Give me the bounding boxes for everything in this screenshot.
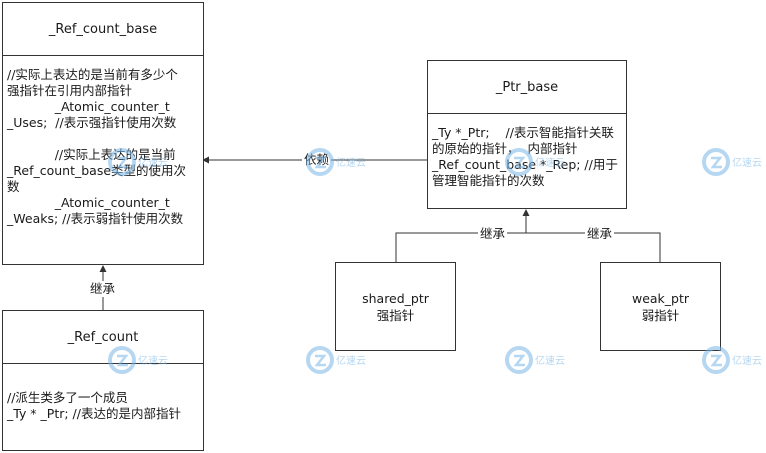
ptr-base-divider bbox=[428, 113, 626, 114]
watermark-logo: 亿速云 bbox=[306, 148, 366, 176]
inherit-arrowhead-refcount bbox=[99, 265, 107, 272]
watermark-logo: 亿速云 bbox=[306, 346, 366, 374]
watermark-logo: 亿速云 bbox=[108, 346, 168, 374]
ref-count-box[interactable]: _Ref_count //派生类多了一个成员 _Ty * _Ptr; //表达的… bbox=[2, 310, 204, 451]
ref-count-base-title: _Ref_count_base bbox=[48, 22, 158, 37]
dependency-arrowhead bbox=[202, 156, 209, 164]
ptr-base-body: _Ty *_Ptr; //表示智能指针关联 的原始的指针， 内部指针 _Ref_… bbox=[432, 125, 618, 188]
weak-ptr-desc: 弱指针 bbox=[641, 308, 680, 323]
ptr-base-box[interactable]: _Ptr_base _Ty *_Ptr; //表示智能指针关联 的原始的指针， … bbox=[427, 60, 627, 209]
ref-count-base-box[interactable]: _Ref_count_base //实际上表达的是当前有多少个 强指针在引用内部… bbox=[2, 2, 204, 265]
ref-count-divider bbox=[3, 363, 203, 364]
shared-ptr-name: shared_ptr bbox=[362, 291, 429, 306]
watermark-text: 亿速云 bbox=[535, 156, 565, 169]
watermark-text: 亿速云 bbox=[336, 354, 366, 367]
shared-ptr-desc: 强指针 bbox=[376, 308, 415, 323]
inherit-label-shared: 继承 bbox=[478, 226, 508, 242]
inherit-label-weak: 继承 bbox=[585, 226, 615, 242]
weak-ptr-name: weak_ptr bbox=[631, 291, 690, 306]
watermark-logo: 亿速云 bbox=[505, 346, 565, 374]
ref-count-base-body: //实际上表达的是当前有多少个 强指针在引用内部指针 _Atomic_count… bbox=[7, 67, 187, 226]
inherit-label-refcount: 继承 bbox=[88, 281, 118, 297]
inherit-line-weak bbox=[526, 232, 661, 262]
watermark-text: 亿速云 bbox=[138, 156, 168, 169]
ref-count-body: //派生类多了一个成员 _Ty * _Ptr; //表达的是内部指针 bbox=[7, 390, 181, 421]
watermark-text: 亿速云 bbox=[535, 354, 565, 367]
inherit-arrowhead-ptrbase bbox=[522, 209, 530, 216]
watermark-text: 亿速云 bbox=[336, 156, 366, 169]
ref-count-title: _Ref_count bbox=[67, 330, 139, 345]
watermark-text: 亿速云 bbox=[732, 156, 762, 169]
watermark-text: 亿速云 bbox=[732, 354, 762, 367]
shared-ptr-box[interactable]: shared_ptr 强指针 bbox=[335, 262, 456, 351]
ref-count-base-divider bbox=[3, 55, 203, 56]
watermark-text: 亿速云 bbox=[138, 354, 168, 367]
ptr-base-title: _Ptr_base bbox=[495, 80, 559, 95]
watermark-logo: 亿速云 bbox=[702, 148, 762, 176]
watermark-logo: 亿速云 bbox=[108, 148, 168, 176]
weak-ptr-box[interactable]: weak_ptr 弱指针 bbox=[600, 262, 721, 351]
watermark-logo: 亿速云 bbox=[505, 148, 565, 176]
watermark-logo: 亿速云 bbox=[702, 346, 762, 374]
